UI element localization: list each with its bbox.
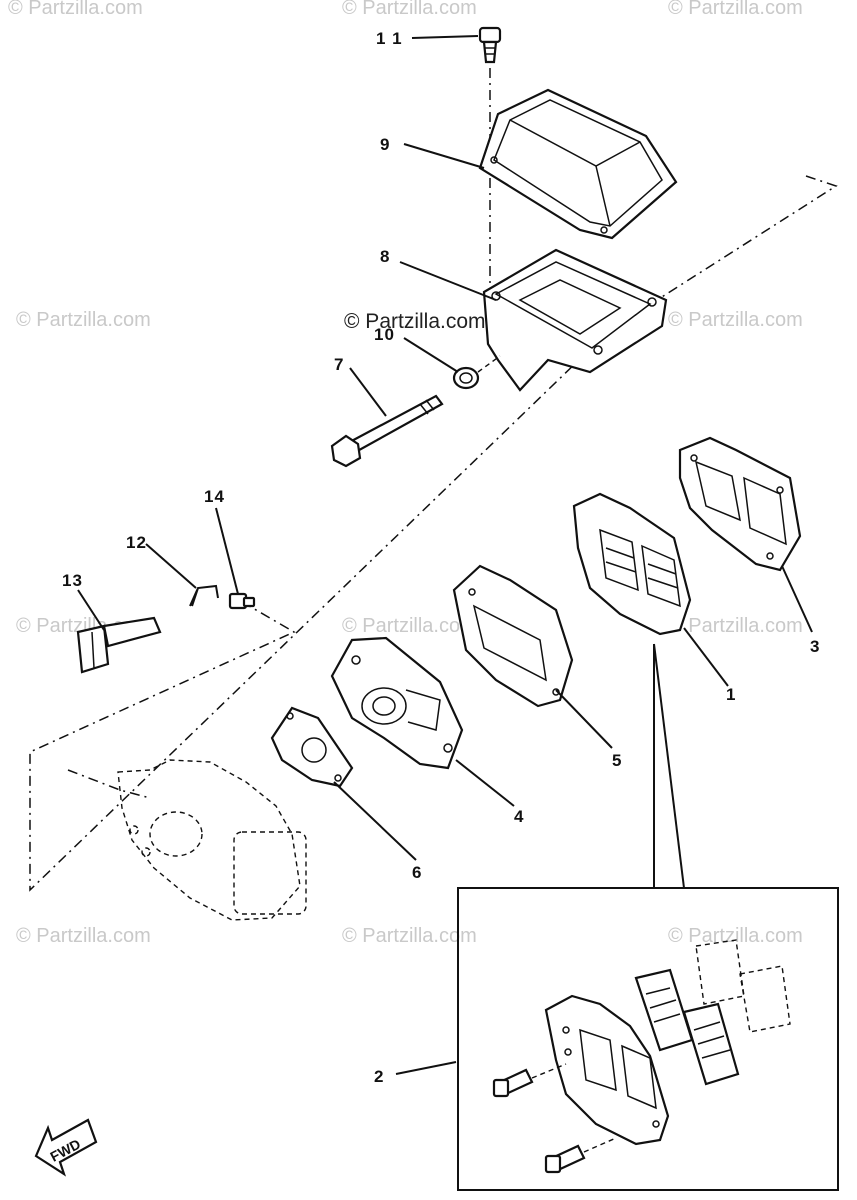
assembly-outline: [29, 68, 838, 892]
callout-6: 6: [412, 863, 422, 882]
callout-5: 5: [612, 751, 622, 770]
engine-block-hidden: [117, 759, 307, 921]
part-12-clip[interactable]: [189, 584, 219, 607]
part-7-bolt[interactable]: [330, 394, 444, 468]
part-6-gasket[interactable]: [270, 706, 354, 788]
callout-9: 9: [380, 135, 390, 154]
callout-4: 4: [514, 807, 524, 826]
watermark: © Partzilla.com: [16, 309, 151, 331]
watermark: © Partzilla.com: [668, 925, 803, 947]
callout-11: 1 1: [376, 29, 403, 48]
part-4-carburetor[interactable]: [330, 636, 464, 770]
callout-8: 8: [380, 247, 390, 266]
watermark: © Partzilla.com: [342, 0, 477, 19]
fwd-direction-badge: FWD: [34, 1118, 98, 1177]
callout-2: 2: [374, 1067, 384, 1086]
callout-14: 14: [204, 487, 225, 506]
watermark: © Partzilla.com: [668, 615, 803, 637]
watermark: © Partzilla.com: [668, 0, 803, 19]
callout-1: 1: [726, 685, 736, 704]
part-5-gasket[interactable]: [452, 564, 574, 708]
watermark: © Partzilla.com: [668, 309, 803, 331]
part-1-reed-valve[interactable]: [572, 492, 692, 636]
watermark: © Partzilla.com: [16, 925, 151, 947]
part-13-choke-knob[interactable]: [76, 616, 162, 674]
part-8-housing[interactable]: [482, 248, 668, 392]
watermark: © Partzilla.com: [342, 925, 477, 947]
watermark: © Partzilla.com: [8, 0, 143, 19]
callout-13: 13: [62, 571, 83, 590]
part-14-clip[interactable]: [228, 592, 256, 610]
part-10-grommet[interactable]: [452, 355, 501, 390]
part-9-cover[interactable]: [478, 88, 678, 240]
inset-box-part-2: [457, 643, 839, 1191]
callout-10: 10: [374, 325, 395, 344]
callout-3: 3: [810, 637, 820, 656]
callout-7: 7: [334, 355, 344, 374]
callout-labels: 1 1 9 8 10 7 14 12 13 3 1 5 4 6 2: [62, 29, 820, 1086]
watermark: © Partzilla.com: [342, 615, 477, 637]
part-11-screw[interactable]: [478, 26, 502, 64]
leader-lines: [77, 35, 813, 1075]
watermark-center: © Partzilla.com: [344, 310, 486, 333]
watermark-layer: © Partzilla.com © Partzilla.com © Partzi…: [8, 0, 803, 947]
part-2-reed-kit[interactable]: [492, 939, 791, 1174]
part-3-gasket[interactable]: [678, 436, 802, 572]
callout-12: 12: [126, 533, 147, 552]
